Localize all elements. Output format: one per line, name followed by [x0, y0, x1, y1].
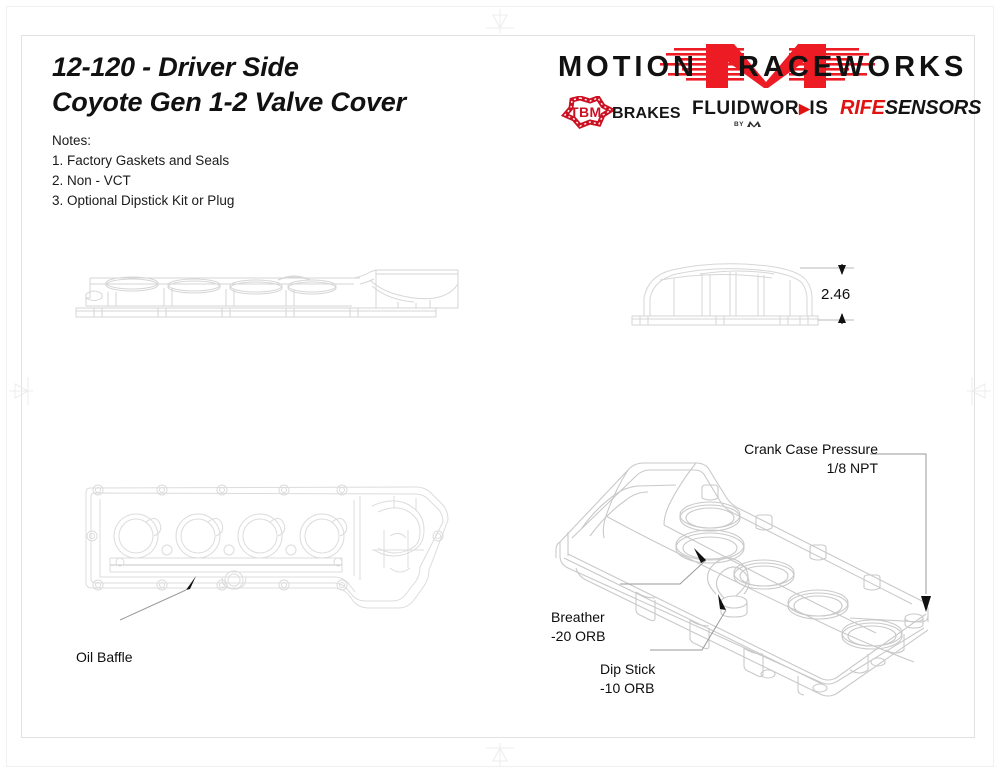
reg-mark-top — [486, 8, 514, 34]
dimension-arrowheads — [838, 265, 846, 323]
dip-stick-label-line-1: Dip Stick — [600, 661, 656, 677]
secondary-logos-row: TBM BRAKES FLUIDWOR ▸ IS BY — [556, 92, 981, 138]
rife-sensors-logo: RIFESENSORS — [840, 98, 981, 118]
crank-case-pressure-callout: Crank Case Pressure 1/8 NPT — [652, 440, 878, 478]
breather-label-line-1: Breather — [551, 609, 605, 625]
fluidworks-logo: FLUIDWOR ▸ IS BY — [692, 98, 828, 128]
dip-stick-leader — [650, 594, 727, 651]
oil-baffle-leader — [119, 576, 196, 621]
fluidworks-text-after: IS — [809, 98, 829, 119]
dip-stick-callout: Dip Stick -10 ORB — [600, 660, 655, 698]
motion-raceworks-logo: MOTION RACEWORKS — [556, 42, 968, 90]
breather-label-line-2: -20 ORB — [551, 627, 606, 644]
brand-logo-block: MOTION RACEWORKS TBM BRAKES FL — [556, 42, 981, 138]
crank-case-pressure-label-line-1: Crank Case Pressure — [744, 441, 878, 457]
fluidworks-text-before: FLUIDWOR — [692, 98, 800, 119]
sensors-text: SENSORS — [884, 97, 982, 119]
oil-baffle-callout: Oil Baffle — [76, 648, 133, 667]
end-elevation-view: 2.46 — [630, 258, 880, 338]
fluidworks-byline-text: BY — [734, 120, 744, 128]
title-block: 12-120 - Driver Side Coyote Gen 1-2 Valv… — [52, 50, 572, 211]
reg-mark-left — [8, 377, 34, 405]
side-elevation-view — [72, 258, 472, 338]
svg-text:RACEWORKS: RACEWORKS — [738, 51, 967, 83]
fluidworks-byline: BY — [692, 120, 828, 128]
rife-text: RIFE — [840, 97, 885, 119]
tbm-brakes-logo: TBM BRAKES — [560, 96, 686, 130]
motion-raceworks-wordmark-text: MOTION RACEWORKS — [558, 51, 967, 83]
page-title-line-2: Coyote Gen 1-2 Valve Cover — [52, 87, 406, 118]
dip-stick-label-line-2: -10 ORB — [600, 679, 655, 696]
dimension-value-overall-height: 2.46 — [821, 286, 851, 303]
dimension-extension-lines — [800, 267, 854, 321]
notes-heading: Notes: — [52, 133, 92, 149]
breather-callout: Breather -20 ORB — [551, 608, 605, 646]
reg-mark-bottom — [486, 742, 514, 768]
bottom-plan-view — [72, 472, 472, 622]
tbm-mark-text: TBM — [570, 104, 602, 120]
m-monogram-icon — [706, 44, 826, 88]
oil-baffle-label: Oil Baffle — [76, 649, 133, 665]
page-title-line-1: 12-120 - Driver Side — [52, 52, 299, 82]
svg-text:MOTION: MOTION — [558, 51, 698, 83]
isometric-view — [520, 432, 940, 702]
brakes-text: BRAKES — [612, 105, 681, 122]
mini-m-icon — [746, 120, 762, 128]
brake-rotor-icon — [560, 96, 617, 129]
crank-case-pressure-leader — [870, 453, 931, 612]
fluidworks-wordmark: FLUIDWOR ▸ IS — [692, 98, 828, 119]
fluidworks-arrow-icon: ▸ — [799, 97, 811, 120]
rife-sensors-wordmark: RIFESENSORS — [840, 98, 981, 118]
note-item-1: 1. Factory Gaskets and Seals — [52, 153, 230, 169]
crank-case-pressure-label-line-2: 1/8 NPT — [826, 459, 878, 476]
note-item-2: 2. Non - VCT — [52, 173, 131, 189]
note-item-3: 3. Optional Dipstick Kit or Plug — [52, 193, 235, 209]
notes-list: Notes: 1. Factory Gaskets and Seals 2. N… — [52, 131, 572, 211]
breather-leader — [620, 548, 707, 585]
reg-mark-right — [966, 377, 992, 405]
